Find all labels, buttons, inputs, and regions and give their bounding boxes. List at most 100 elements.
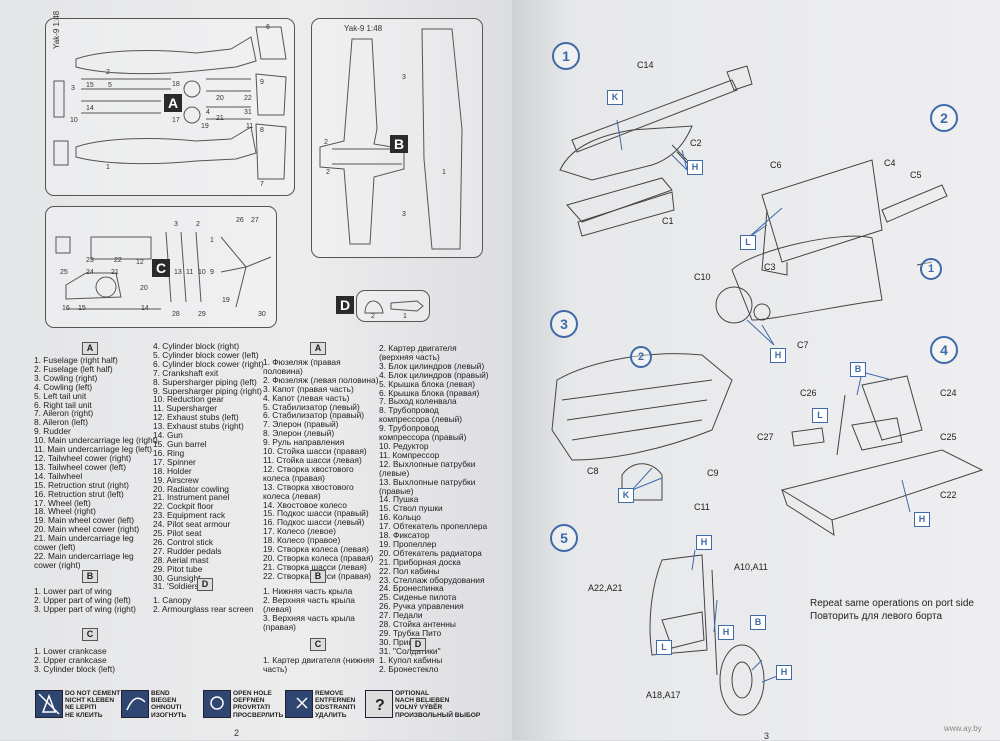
note-repeat-ru: Повторить для левого борта [810, 611, 943, 622]
en-part-a2-9: 9. Supersharger piping (right) [153, 385, 262, 396]
en-part-a2-21: 21. Instrument panel [153, 492, 230, 503]
legend-remove-line2: ENTFERNEN [315, 697, 356, 705]
step1-tag-h: H [687, 160, 703, 175]
step3-label-c9: C9 [707, 468, 719, 478]
legend-bend: BEND BIEGEN OHNOUTI ИЗОГНУТЬ [121, 688, 201, 722]
ru-part-a2-23: 23. Стеллаж оборудования [379, 574, 485, 585]
ru-part-a2-29: 29. Трубка Пито [379, 628, 442, 638]
sprue-num-a-20: 20 [216, 95, 224, 102]
ru-part-a-1: 1. Фюзеляж (правая половина) [263, 357, 341, 376]
en-part-a2-16: 16. Ring [153, 447, 185, 458]
sprue-num-c-10: 10 [198, 269, 206, 276]
ru-part-a-14: 14. Хвостовое колесо [263, 499, 347, 510]
legend-optional: OPTIONAL NACH BELIEBEN VOLNÝ VÝBĚR ПРОИЗ… [365, 688, 480, 722]
ru-part-a2-10: 10. Редуктор [379, 440, 429, 451]
ru-part-a-8: 8. Элерон (левый) [263, 428, 335, 439]
ru-parts-a-col2: 2. Картер двигателя (верхняя часть) 3. Б… [379, 344, 489, 656]
en-section-b-tag: B [82, 570, 98, 583]
en-part-a2-26: 26. Control stick [153, 536, 214, 547]
ru-parts-b: 1. Нижняя часть крыла 2. Верхняя часть к… [263, 587, 375, 632]
open-hole-icon [203, 690, 231, 718]
legend-bend-line2: BIEGEN [151, 697, 177, 705]
step1-label-c14: C14 [637, 60, 654, 70]
sprue-label-yak-frame: Yak-9 1:48 [344, 24, 383, 33]
step3-tag-k: K [618, 488, 634, 503]
legend-optional-line2: NACH BELIEBEN [395, 697, 450, 705]
en-part-a2-6: 6. Cylinder block cower (right) [153, 358, 264, 369]
sprue-num-c-12: 12 [136, 259, 144, 266]
ru-part-a2-17: 17. Обтекатель пропеллера [379, 521, 488, 532]
sprue-num-a-21: 21 [216, 115, 224, 122]
en-section-a-tag: A [82, 342, 98, 355]
step2-label-c7: C7 [797, 340, 809, 350]
sprue-frame-c: C 23 26 27 22 12 25 24 21 13 11 10 9 20 … [45, 206, 277, 328]
optional-icon [365, 690, 393, 718]
en-part-a2-24: 24. Pilot seat armour [153, 519, 231, 530]
ru-part-a2-24: 24. Бронеспинка [379, 583, 444, 594]
ru-part-a2-16: 16. Кольцо [379, 512, 421, 523]
en-part-a2-12: 12. Exhaust stubs (left) [153, 412, 239, 423]
ru-part-a2-19: 19. Пропеллер [379, 538, 437, 549]
en-section-d-tag: D [197, 578, 213, 591]
ru-part-a-9: 9. Руль направления [263, 437, 345, 448]
en-parts-a-col1: 1. Fuselage (right half) 2. Fuselage (le… [34, 356, 158, 570]
ru-part-a2-21: 21. Приборная доска [379, 556, 461, 567]
step5-tag-h2: H [718, 625, 734, 640]
sprue-num-a-3: 3 [71, 85, 75, 92]
ru-part-a-12: 12. Створка хвостового колеса (правая) [263, 463, 354, 483]
legend-no-cement-line3: NE LEPITI [65, 704, 97, 712]
en-part-a2-8: 8. Supersharger piping (left) [153, 376, 257, 387]
sprue-num-c-28: 28 [172, 311, 180, 318]
sprue-num-b-1: 1 [442, 169, 446, 176]
ru-part-a-11: 11. Стойка шасси (левая) [263, 454, 362, 465]
en-part-b-2: 2. Upper part of wing (left) [34, 594, 131, 605]
ru-part-a2-14: 14. Пушка [379, 494, 419, 505]
step4-label-c22: C22 [940, 490, 957, 500]
ru-part-a-16: 16. Подкос шасси (левый) [263, 517, 365, 528]
step2-label-c3: C3 [764, 262, 776, 272]
en-parts-c: 1. Lower crankcase 2. Upper crankcase 3.… [34, 647, 152, 674]
sprue-num-a-5: 5 [108, 82, 112, 89]
ru-part-a2-3: 3. Блок цилиндров (левый) [379, 360, 485, 371]
legend-bend-line1: BEND [151, 690, 170, 697]
right-page: 1 C14 K C2 H C1 2 C6 C4 C5 L C3 1 C10 H … [512, 0, 1000, 741]
ru-part-a2-28: 28. Стойка антенны [379, 619, 456, 630]
ru-part-a-20: 20. Створка колеса (правая) [263, 552, 374, 563]
ru-part-a-19: 19. Створка колеса (левая) [263, 544, 369, 555]
en-part-a-18: 18. Wheel (right) [34, 506, 96, 517]
en-part-a2-13: 13. Exhaust stubs (right) [153, 421, 244, 432]
en-part-b-1: 1. Lower part of wing [34, 586, 112, 596]
step4-tag-h: H [914, 512, 930, 527]
sprue-frame-b: Yak-9 1:48 B 3 2 1 2 3 [311, 18, 483, 258]
en-part-a-4: 4. Cowling (left) [34, 381, 93, 392]
en-part-a-2: 2. Fuselage (left half) [34, 363, 113, 374]
legend-open-hole: OPEN HOLE OEFFNEN PROVRTATI ПРОСВЕРЛИТЬ [203, 688, 285, 722]
ru-part-b-1: 1. Нижняя часть крыла [263, 586, 353, 596]
sprue-num-a-17: 17 [172, 117, 180, 124]
step-5-badge: 5 [550, 524, 578, 552]
sprue-tag-d: D [336, 296, 354, 314]
step4-tag-b: B [850, 362, 866, 377]
ru-part-a2-5: 5. Крышка блока (левая) [379, 378, 475, 389]
ru-part-a2-25: 25. Сиденье пилота [379, 592, 457, 603]
en-part-a2-11: 11. Supersharger [153, 403, 218, 414]
en-part-a-13: 13. Tailwheel cower (left) [34, 461, 127, 472]
en-part-a-20: 20. Main wheel cower (right) [34, 524, 140, 535]
sprue-num-c-19: 19 [222, 297, 230, 304]
ru-part-a-7: 7. Элерон (правый) [263, 419, 339, 430]
ru-part-a2-8: 8. Трубопровод компрессора (левый) [379, 405, 463, 425]
ru-part-a-13: 13. Створка хвостового колеса (левая) [263, 481, 354, 501]
sprue-num-b-2a: 2 [324, 139, 328, 146]
en-part-a-6: 6. Right tail unit [34, 399, 92, 410]
en-part-a2-30: 30. Gunsight [153, 572, 201, 583]
sprue-num-c-21: 21 [111, 269, 119, 276]
note-repeat-en: Repeat same operations on port side [810, 598, 974, 609]
remove-icon [285, 690, 313, 718]
step2-label-c4: C4 [884, 158, 896, 168]
sprue-a-drawing [53, 26, 287, 180]
legend-remove-line1: REMOVE [315, 690, 344, 697]
sprue-tag-b: B [390, 135, 408, 153]
ru-part-a-15: 15. Подкос шасси (правый) [263, 508, 369, 519]
en-part-b-3: 3. Upper part of wing (right) [34, 603, 136, 614]
